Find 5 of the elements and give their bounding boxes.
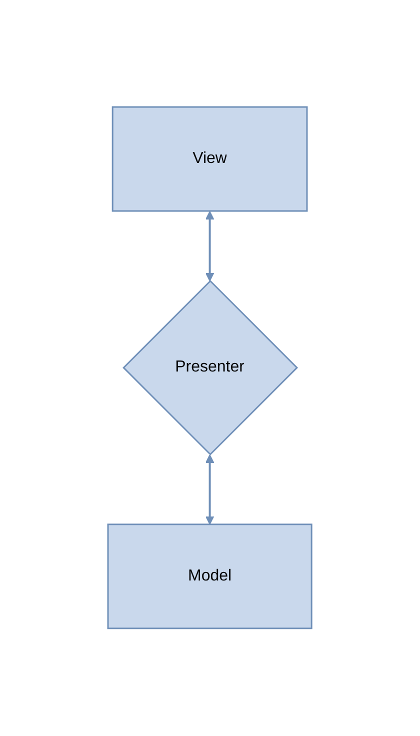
- arrow: [206, 454, 214, 526]
- arrow: [206, 211, 214, 282]
- node-box: Model: [107, 524, 313, 630]
- node-box: View: [112, 106, 308, 212]
- node-diamond: Presenter: [122, 280, 298, 456]
